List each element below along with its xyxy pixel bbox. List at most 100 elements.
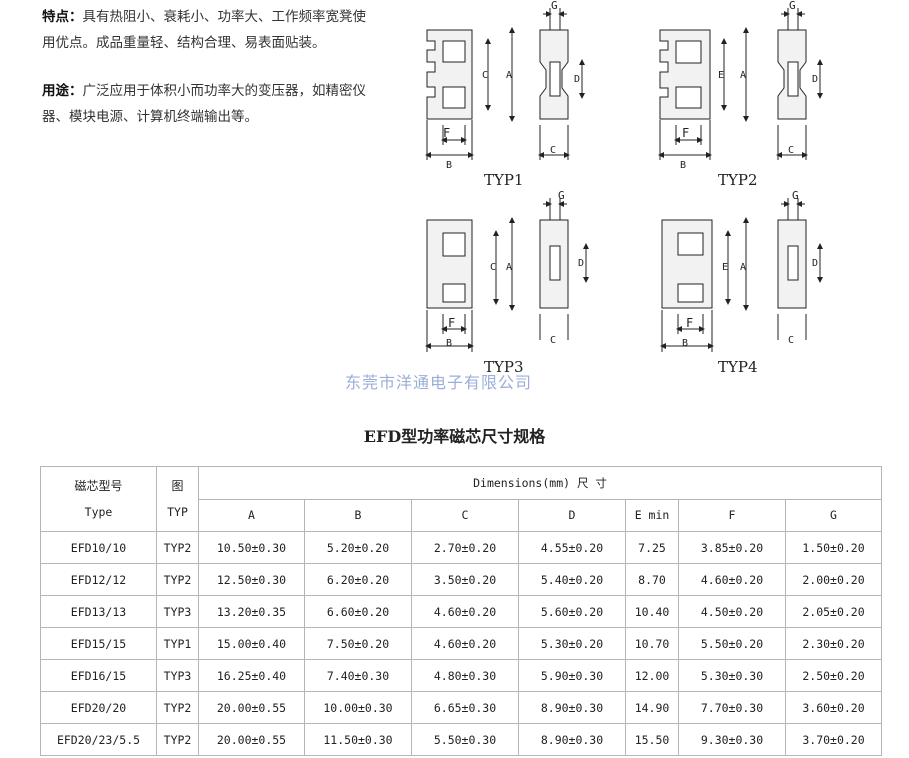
cell-dimension: 12.50±0.30 bbox=[198, 563, 305, 596]
features-text: 具有热阻小、衰耗小、功率大、工作频率宽凳使用优点。成品重量轻、结构合理、易表面贴… bbox=[42, 9, 366, 51]
dim-label-d: D bbox=[574, 74, 580, 85]
dim-label-g: G bbox=[551, 0, 558, 12]
cell-dimension: 2.50±0.20 bbox=[785, 659, 882, 692]
dim-label-a: A bbox=[506, 70, 512, 81]
cell-dimension: 16.25±0.40 bbox=[198, 659, 305, 692]
cell-dimension: 4.60±0.20 bbox=[411, 627, 519, 660]
dim-label-c-3: C bbox=[490, 262, 496, 273]
cell-dimension: 3.60±0.20 bbox=[785, 691, 882, 724]
cell-dimension: 8.70 bbox=[625, 563, 679, 596]
dim-label-g-2: G bbox=[789, 0, 796, 12]
diagram-typ1 bbox=[425, 8, 585, 160]
cell-dimension: 4.50±0.20 bbox=[678, 595, 786, 628]
cell-type: EFD20/23/5.5 bbox=[40, 723, 157, 756]
cell-type: EFD15/15 bbox=[40, 627, 157, 660]
typ4-label: TYP4 bbox=[718, 358, 758, 376]
dim-label-b-2: B bbox=[680, 160, 686, 171]
dim-label-c-side: C bbox=[550, 145, 556, 156]
cell-dimension: 12.00 bbox=[625, 659, 679, 692]
cell-dimension: 1.50±0.20 bbox=[785, 531, 882, 564]
dim-label-e-2: E bbox=[718, 70, 724, 81]
cell-typ: TYP2 bbox=[156, 563, 199, 596]
cell-dimension: 8.90±0.30 bbox=[518, 723, 626, 756]
dim-label-b: B bbox=[446, 160, 452, 171]
cell-typ: TYP2 bbox=[156, 531, 199, 564]
header-type-en: Type bbox=[84, 505, 113, 519]
cell-dimension: 10.40 bbox=[625, 595, 679, 628]
cell-dimension: 7.25 bbox=[625, 531, 679, 564]
usage-label: 用途： bbox=[42, 83, 83, 99]
header-typ-cn: 图 bbox=[171, 479, 184, 493]
cell-dimension: 11.50±0.30 bbox=[304, 723, 412, 756]
cell-dimension: 7.70±0.30 bbox=[678, 691, 786, 724]
dim-label-a-4: A bbox=[740, 262, 746, 273]
dim-label-f-4: F bbox=[686, 316, 693, 330]
cell-dimension: 5.50±0.20 bbox=[678, 627, 786, 660]
header-typ: 图 TYP bbox=[156, 466, 199, 532]
dim-label-c-2: C bbox=[788, 145, 794, 156]
cell-dimension: 8.90±0.30 bbox=[518, 691, 626, 724]
cell-dimension: 4.60±0.20 bbox=[678, 563, 786, 596]
table-header-row: 磁芯型号 Type 图 TYP Dimensions(mm) 尺 寸 bbox=[40, 466, 882, 532]
cell-typ: TYP3 bbox=[156, 595, 199, 628]
column-header: D bbox=[518, 498, 626, 532]
cell-typ: TYP1 bbox=[156, 627, 199, 660]
typ1-label: TYP1 bbox=[484, 171, 524, 189]
typ2-label: TYP2 bbox=[718, 171, 758, 189]
usage-text: 广泛应用于体积小而功率大的变压器，如精密仪器、模块电源、计算机终端输出等。 bbox=[42, 83, 366, 125]
column-header: C bbox=[411, 498, 519, 532]
cell-dimension: 5.60±0.20 bbox=[518, 595, 626, 628]
diagram-typ3 bbox=[425, 198, 589, 352]
dim-label-c-3-side: C bbox=[550, 335, 556, 346]
cell-dimension: 10.00±0.30 bbox=[304, 691, 412, 724]
features-label: 特点： bbox=[42, 9, 83, 25]
dim-label-d-4: D bbox=[812, 258, 818, 269]
header-typ-en: TYP bbox=[167, 505, 188, 519]
cell-dimension: 2.70±0.20 bbox=[411, 531, 519, 564]
cell-dimension: 3.70±0.20 bbox=[785, 723, 882, 756]
cell-dimension: 3.50±0.20 bbox=[411, 563, 519, 596]
cell-dimension: 6.60±0.20 bbox=[304, 595, 412, 628]
cell-dimension: 5.20±0.20 bbox=[304, 531, 412, 564]
cell-dimension: 5.50±0.30 bbox=[411, 723, 519, 756]
cell-typ: TYP2 bbox=[156, 723, 199, 756]
features-paragraph: 特点：具有热阻小、衰耗小、功率大、工作频率宽凳使用优点。成品重量轻、结构合理、易… bbox=[42, 4, 372, 56]
dim-label-a-2: A bbox=[740, 70, 746, 81]
cell-dimension: 4.55±0.20 bbox=[518, 531, 626, 564]
diagram-svg: F B C A G D C TYP1 F B E A G D C TYP2 bbox=[425, 0, 823, 376]
cell-dimension: 9.30±0.30 bbox=[678, 723, 786, 756]
dim-label-g-3: G bbox=[558, 189, 565, 202]
dim-label-b-4: B bbox=[682, 338, 688, 349]
company-watermark: 东莞市洋通电子有限公司 bbox=[345, 373, 533, 392]
usage-paragraph: 用途：广泛应用于体积小而功率大的变压器，如精密仪器、模块电源、计算机终端输出等。 bbox=[42, 78, 372, 130]
diagram-typ2 bbox=[658, 8, 823, 160]
cell-dimension: 13.20±0.35 bbox=[198, 595, 305, 628]
intro-text: 特点：具有热阻小、衰耗小、功率大、工作频率宽凳使用优点。成品重量轻、结构合理、易… bbox=[42, 4, 372, 152]
header-type: 磁芯型号 Type bbox=[40, 466, 157, 532]
cell-type: EFD20/20 bbox=[40, 691, 157, 724]
cell-dimension: 10.70 bbox=[625, 627, 679, 660]
header-type-cn: 磁芯型号 bbox=[74, 479, 123, 493]
cell-typ: TYP2 bbox=[156, 691, 199, 724]
dim-label-b-3: B bbox=[446, 338, 452, 349]
cell-dimension: 5.30±0.30 bbox=[678, 659, 786, 692]
dim-label-c-4: C bbox=[788, 335, 794, 346]
cell-dimension: 15.50 bbox=[625, 723, 679, 756]
dim-label-f-2: F bbox=[682, 126, 689, 140]
cell-dimension: 5.40±0.20 bbox=[518, 563, 626, 596]
dim-label-a-3: A bbox=[506, 262, 512, 273]
cell-dimension: 20.00±0.55 bbox=[198, 723, 305, 756]
header-dimensions: Dimensions(mm) 尺 寸 bbox=[198, 466, 882, 500]
dim-label-e-4: E bbox=[722, 262, 728, 273]
cell-dimension: 4.60±0.20 bbox=[411, 595, 519, 628]
cell-type: EFD16/15 bbox=[40, 659, 157, 692]
cell-dimension: 4.80±0.30 bbox=[411, 659, 519, 692]
core-diagrams: F B C A G D C TYP1 F B E A G D C TYP2 bbox=[410, 0, 840, 380]
cell-dimension: 7.50±0.20 bbox=[304, 627, 412, 660]
